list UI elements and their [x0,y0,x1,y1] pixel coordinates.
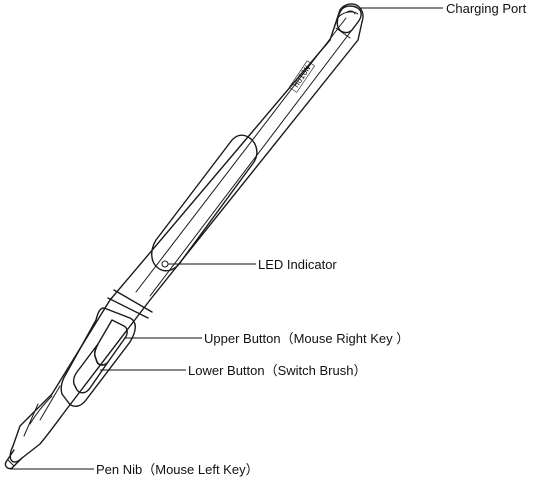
led-indicator-label: LED Indicator [258,257,337,272]
charging-port-label: Charging Port [446,1,527,16]
led-window [151,134,258,272]
upper-button-icon [94,319,128,366]
lower-button-label: Lower Button（Switch Brush） [188,363,367,378]
pen-nib-icon [4,449,23,470]
led-indicator-icon [161,260,169,268]
pen-front [23,385,61,437]
lower-button-icon [72,343,109,394]
charging-port-icon [336,5,362,34]
side-button-panel [60,307,136,407]
grip-ring [107,289,153,319]
upper-button-label: Upper Button（Mouse Right Key ） [204,331,410,346]
pen-nib-label: Pen Nib（Mouse Left Key） [96,462,259,477]
